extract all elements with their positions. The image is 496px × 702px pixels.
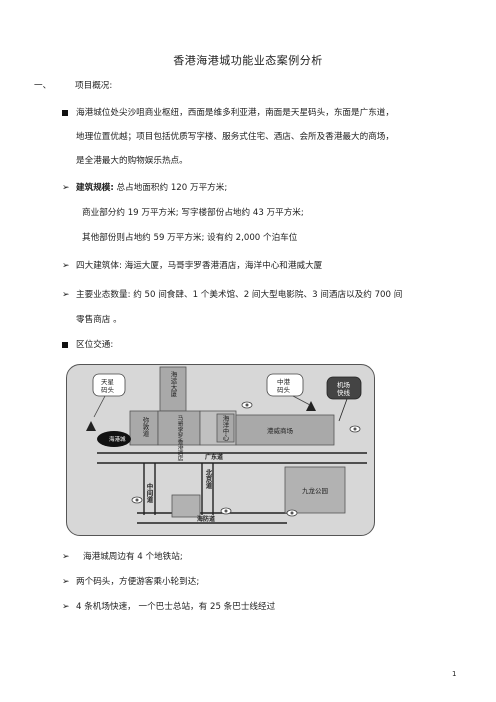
airport-label-2: 快线 xyxy=(337,388,351,397)
square-bullet-icon xyxy=(62,110,68,116)
scale-line-2: 商业部分约 19 万平方米; 写字楼部份占地约 43 万平方米; xyxy=(82,208,304,218)
arrow-bullet-icon: ➢ xyxy=(62,290,70,300)
marco-polo-label: 马哥孛罗香港酒店 xyxy=(176,414,183,463)
buildings-text: 海运大厦，马哥孛罗香港酒店，海洋中心和港威大厦 xyxy=(121,261,323,271)
star-ferry-label-2: 码头 xyxy=(101,385,115,394)
star-ferry-label-1: 天星 xyxy=(101,378,115,386)
gateway-label: 港威商场 xyxy=(267,426,294,435)
location-map: 天星 码头 中港 码头 机场 快线 海港城 港威商场 广东道 九龙公园 海防道 … xyxy=(66,364,375,536)
nathan-road-label: 弥敦道 xyxy=(141,416,149,438)
map-drawing: 天星 码头 中港 码头 机场 快线 海港城 港威商场 广东道 九龙公园 海防道 … xyxy=(86,366,367,524)
transport-line-2: 两个码头，方便游客乘小轮到达; xyxy=(76,577,200,587)
buildings-label: 四大建筑体: xyxy=(76,261,122,271)
scale-line-3: 其他部份则占地约 59 万平方米; 设有约 2,000 个泊车位 xyxy=(82,233,298,243)
china-ferry-label-2: 码头 xyxy=(277,385,291,394)
middle-road-label: 中间道 xyxy=(145,482,153,504)
arrow-bullet-icon: ➢ xyxy=(62,602,70,612)
peking-road-label: 北京道 xyxy=(204,468,212,490)
scale-label: 建筑规模: xyxy=(76,183,114,193)
overview-line-3: 是全港最大的购物娱乐热点。 xyxy=(76,156,188,166)
formats-line-2: 零售商店 。 xyxy=(76,315,122,325)
scale-line-1: 建筑规模: 总占地面积约 120 万平方米; xyxy=(76,182,227,194)
arrow-bullet-icon: ➢ xyxy=(62,552,70,562)
formats-label: 主要业态数量: xyxy=(76,290,131,300)
harbour-city-label: 海港城 xyxy=(109,435,126,443)
formats-line-1: 主要业态数量: 约 50 间食肆、1 个美术馆、2 间大型电影院、3 间酒店以及… xyxy=(76,289,402,301)
canton-road-label: 广东道 xyxy=(205,453,223,461)
kowloon-park-label: 九龙公园 xyxy=(302,486,328,495)
transport-line-3: 4 条机场快速， 一个巴士总站，有 25 条巴士线经过 xyxy=(76,602,276,612)
arrow-bullet-icon: ➢ xyxy=(62,577,70,587)
china-ferry-label-1: 中港 xyxy=(277,377,291,386)
page-title: 香港海港城功能业态案例分析 xyxy=(173,54,323,67)
section-heading: 项目概况: xyxy=(75,81,113,91)
transport-line-1: 海港城周边有 4 个地铁站; xyxy=(83,552,183,562)
scale-text: 总占地面积约 120 万平方米; xyxy=(113,183,228,193)
arrow-bullet-icon: ➢ xyxy=(62,261,70,271)
buildings-line: 四大建筑体: 海运大厦，马哥孛罗香港酒店，海洋中心和港威大厦 xyxy=(76,260,322,272)
ocean-centre-label: 海洋中心 xyxy=(221,414,229,442)
transport-heading: 区位交通: xyxy=(76,340,114,350)
haiphong-road-label: 海防道 xyxy=(197,515,215,523)
airport-label-1: 机场 xyxy=(337,380,351,389)
overview-line-1: 海港城位处尖沙咀商业枢纽，西面是维多利亚港，南面是天星码头，东面是广东道， xyxy=(76,108,394,118)
square-bullet-icon xyxy=(62,342,68,348)
section-number: 一、 xyxy=(34,81,52,91)
overview-line-2: 地理位置优越；项目包括优质写字楼、服务式住宅、酒店、会所及香港最大的商场， xyxy=(76,132,394,142)
page-number: 1 xyxy=(452,670,457,678)
formats-text: 约 50 间食肆、1 个美术馆、2 间大型电影院、3 间酒店以及约 700 间 xyxy=(130,290,403,300)
arrow-bullet-icon: ➢ xyxy=(62,183,70,193)
ocean-terminal-label: 海运大厦 xyxy=(169,370,177,398)
